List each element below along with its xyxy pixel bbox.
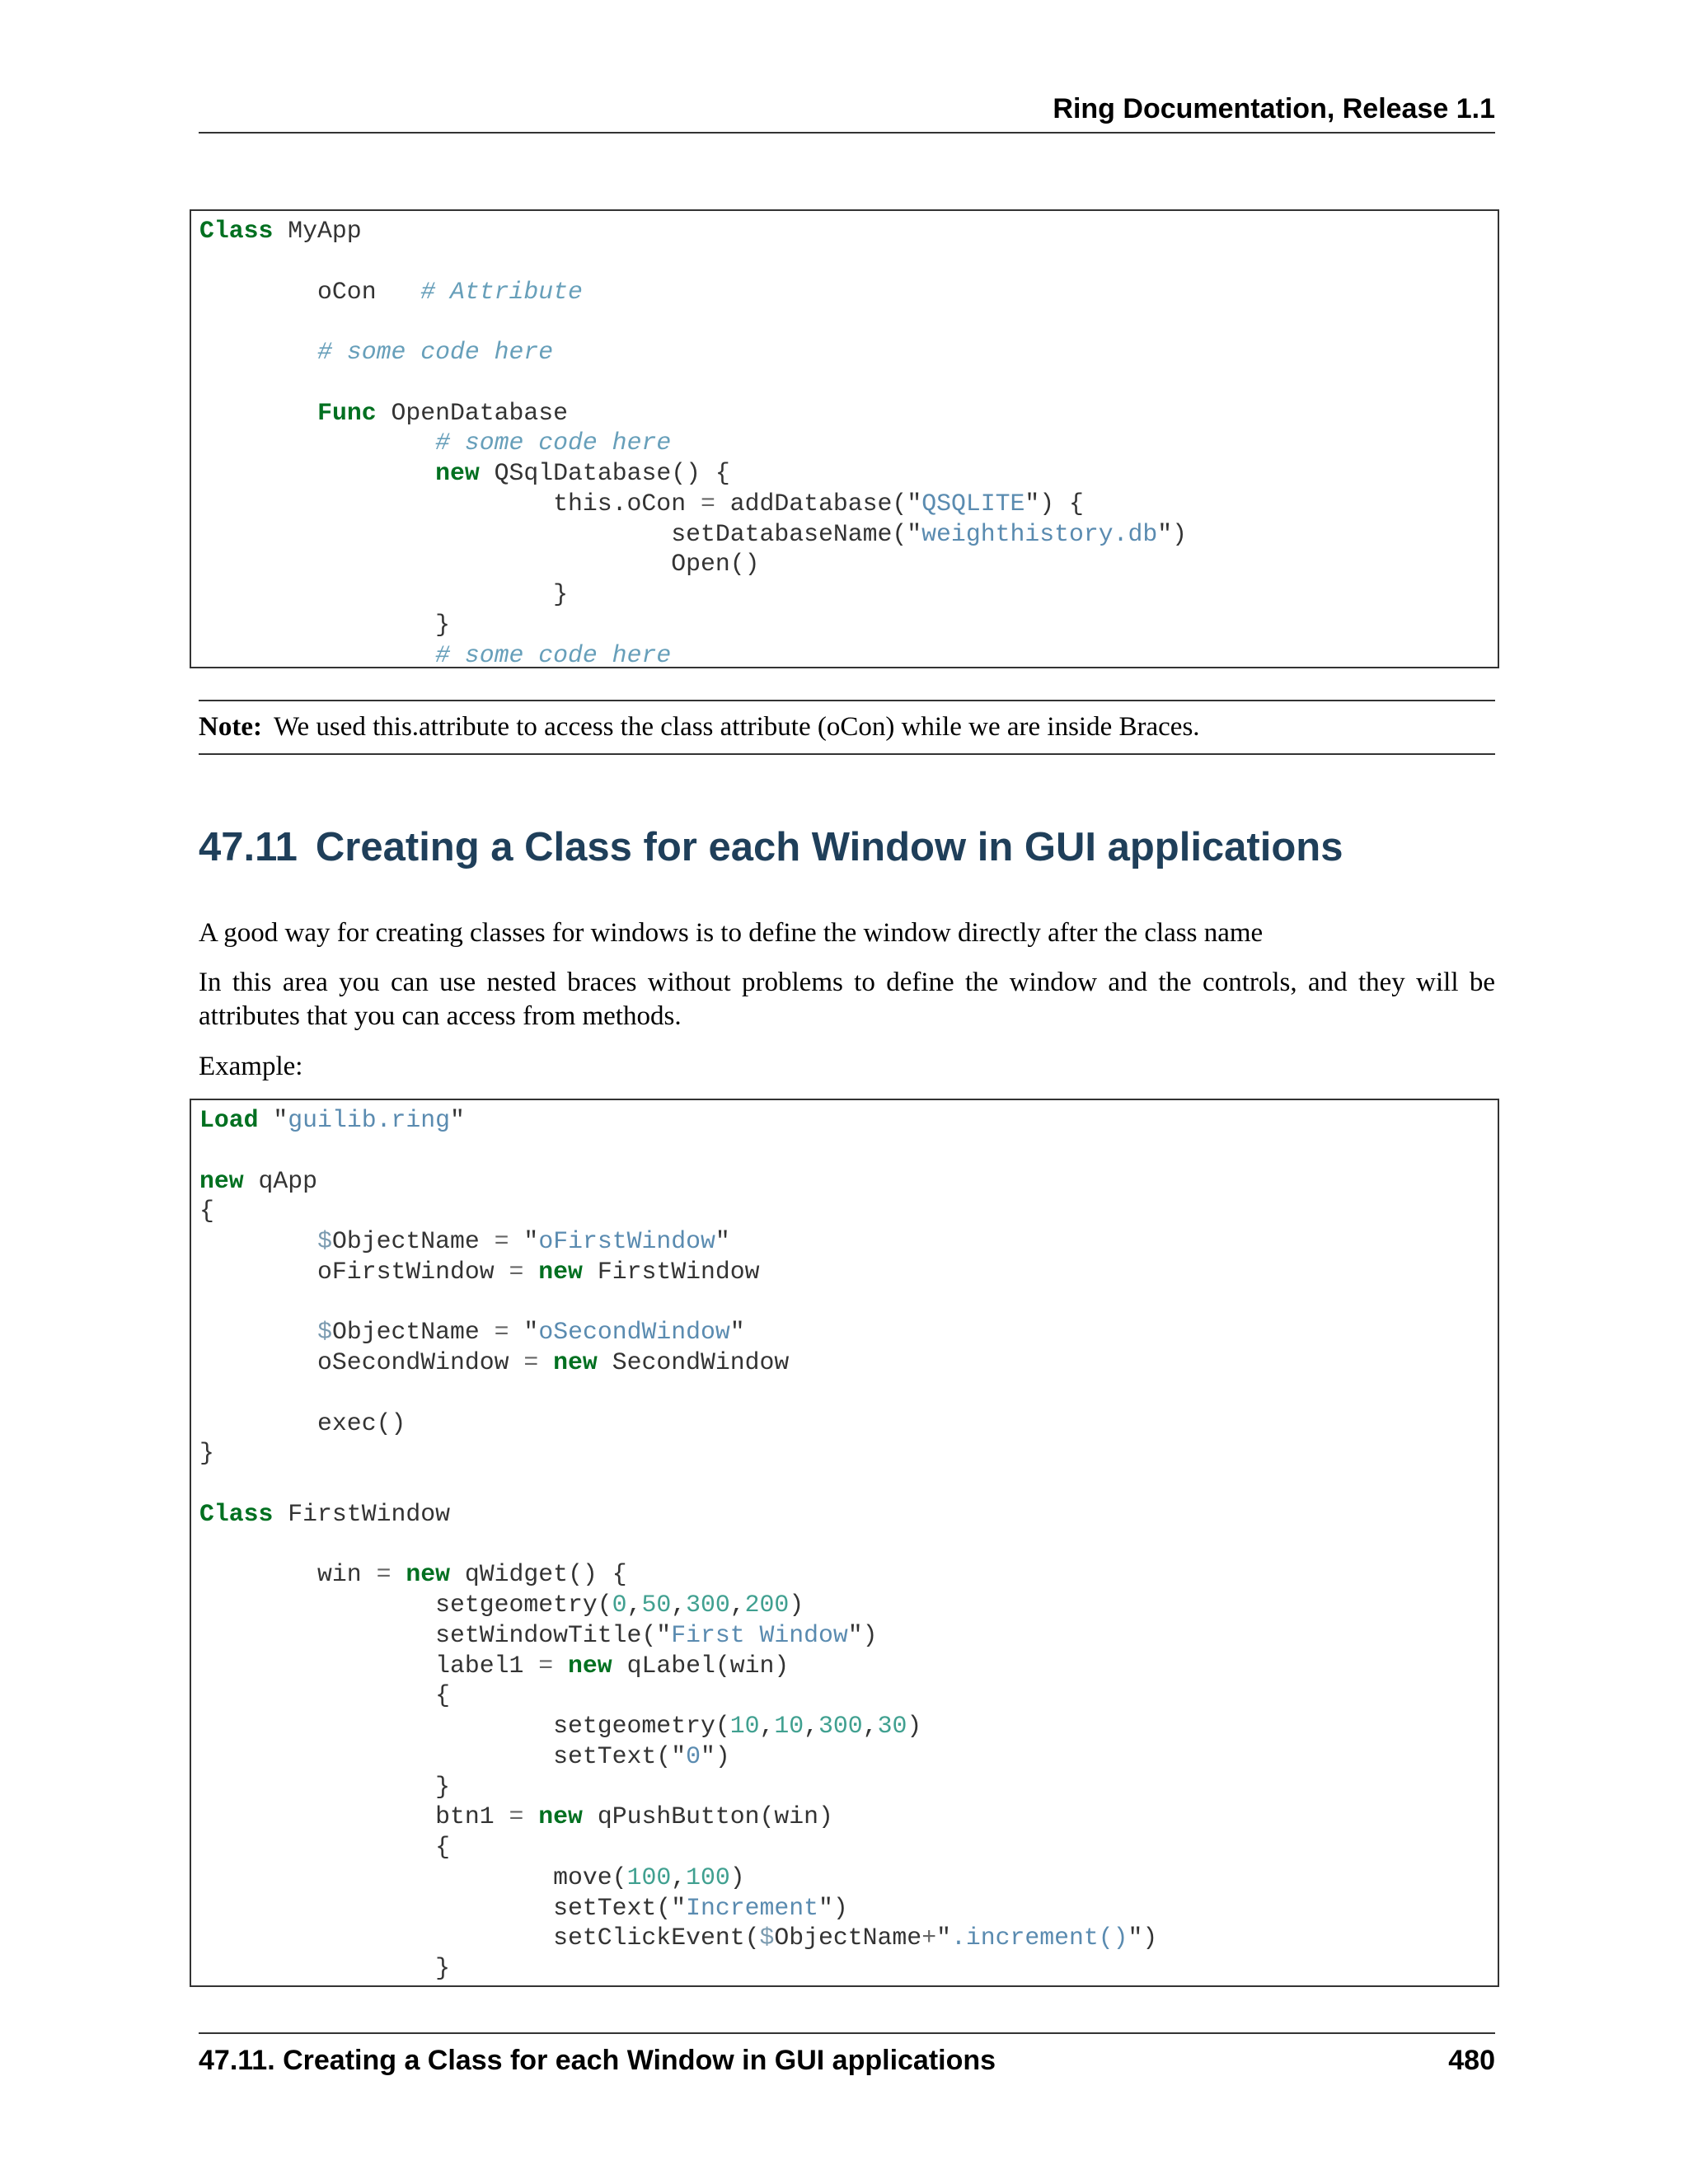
paragraph-nested-braces: In this area you can use nested braces w… <box>199 968 1495 1031</box>
code-listing: Class MyApp oCon # Attribute # some code… <box>199 217 1188 668</box>
code-block-gui-example: Load "guilib.ring" new qApp { $ObjectNam… <box>190 1099 1499 1987</box>
paragraph-example-label: Example: <box>199 1052 303 1081</box>
code-listing: Load "guilib.ring" new qApp { $ObjectNam… <box>199 1106 1158 1982</box>
code-block-myapp: Class MyApp oCon # Attribute # some code… <box>190 209 1499 668</box>
footer-section-title: 47.11. Creating a Class for each Window … <box>199 2045 996 2076</box>
note-label: Note: <box>199 712 262 742</box>
section-heading: 47.11 Creating a Class for each Window in… <box>199 823 1343 872</box>
note-text: We used this.attribute to access the cla… <box>273 712 1200 742</box>
section-title: Creating a Class for each Window in GUI … <box>315 825 1343 869</box>
page-header: Ring Documentation, Release 1.1 <box>199 92 1495 134</box>
paragraph-intro: A good way for creating classes for wind… <box>199 918 1264 948</box>
page-footer: 47.11. Creating a Class for each Window … <box>199 2032 1495 2076</box>
document-title: Ring Documentation, Release 1.1 <box>1053 93 1495 124</box>
section-number: 47.11 <box>199 825 298 869</box>
page-number: 480 <box>1448 2045 1495 2076</box>
note-box: Note: We used this.attribute to access th… <box>199 700 1495 755</box>
